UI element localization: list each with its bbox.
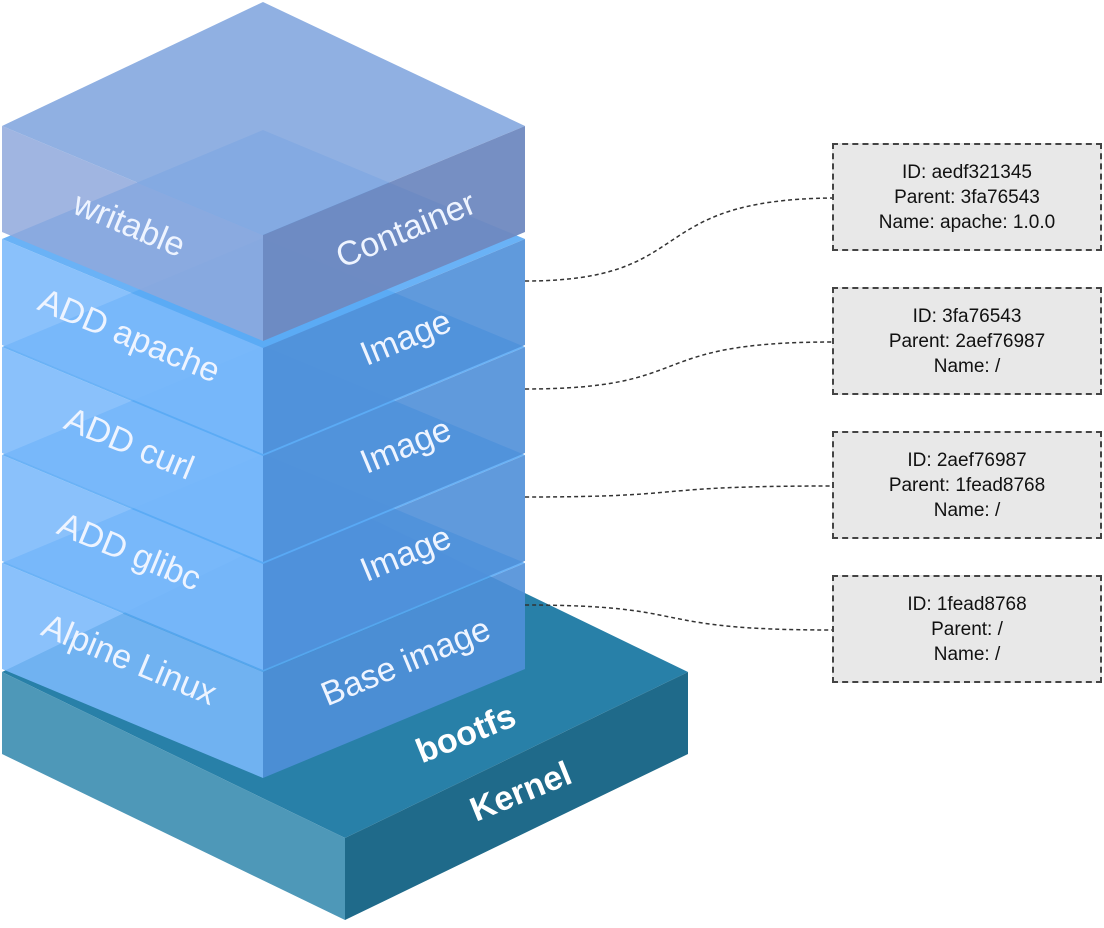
metadata-box-curl: ID: 2aef76987 Parent: 1fead8768 Name: / xyxy=(832,431,1102,539)
layer-parent: Parent: 2aef76987 xyxy=(888,330,1046,352)
layer-name: Name: / xyxy=(933,643,1001,665)
layer-id: ID: 1fead8768 xyxy=(907,593,1027,615)
layer-parent: Parent: / xyxy=(931,618,1003,640)
layer-id: ID: 3fa76543 xyxy=(912,305,1022,327)
connector-line xyxy=(524,604,833,631)
layer-name: Name: / xyxy=(933,499,1001,521)
connector-line xyxy=(524,485,833,498)
layer-right-face xyxy=(263,455,525,670)
layer-name: Name: apache: 1.0.0 xyxy=(878,211,1056,233)
connector-line xyxy=(524,197,833,282)
layer-id: ID: 2aef76987 xyxy=(907,449,1027,471)
kernel-right-face xyxy=(345,672,688,920)
connector-line xyxy=(524,341,833,390)
metadata-box-apache: ID: 3fa76543 Parent: 2aef76987 Name: / xyxy=(832,287,1102,395)
metadata-box-container: ID: aedf321345 Parent: 3fa76543 Name: ap… xyxy=(832,143,1102,251)
layer-right-face xyxy=(263,126,525,341)
layer-top-face xyxy=(2,2,525,235)
layer-right-face xyxy=(263,239,525,454)
metadata-box-glibc: ID: 1fead8768 Parent: / Name: / xyxy=(832,575,1102,683)
layer-left-face xyxy=(2,239,263,454)
layer-parent: Parent: 1fead8768 xyxy=(888,474,1046,496)
layer-left-face xyxy=(2,347,263,562)
layer-left-face xyxy=(2,455,263,670)
layer-left-face xyxy=(2,126,263,341)
kernel-left-face xyxy=(2,672,345,920)
layer-id: ID: aedf321345 xyxy=(902,161,1032,183)
layer-left-face xyxy=(2,563,263,778)
layer-name: Name: / xyxy=(933,355,1001,377)
layer-right-face xyxy=(263,347,525,562)
layer-container: writable Container xyxy=(2,2,525,341)
layer-right-face xyxy=(263,563,525,778)
layer-parent: Parent: 3fa76543 xyxy=(894,186,1040,208)
